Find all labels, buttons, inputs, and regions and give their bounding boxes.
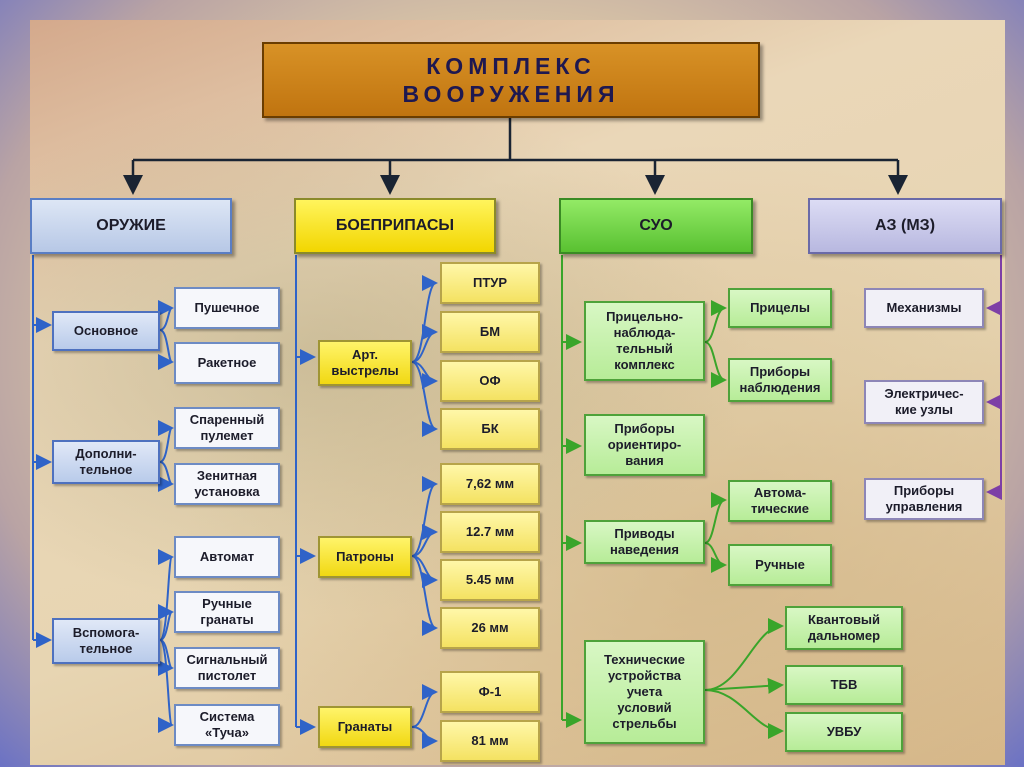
fcs-technical: Технические устройства учета условий стр…: [584, 640, 705, 744]
weapons-main: Основное: [52, 311, 160, 351]
fcs-technical-item: ТБВ: [785, 665, 903, 705]
ammo-cartridge-item: 26 мм: [440, 607, 540, 649]
fcs-sighting-item: Прицелы: [728, 288, 832, 328]
ammo-grenades: Гранаты: [318, 706, 412, 748]
ammo-grenade-item: 81 мм: [440, 720, 540, 762]
weapons-additional: Дополни- тельное: [52, 440, 160, 484]
weapons-additional-item: Спаренный пулемет: [174, 407, 280, 449]
fcs-technical-item: УВБУ: [785, 712, 903, 752]
weapons-auxiliary-item: Сигнальный пистолет: [174, 647, 280, 689]
fcs-drive-item: Автома- тические: [728, 480, 832, 522]
weapons-auxiliary-item: Автомат: [174, 536, 280, 578]
weapons-auxiliary-item: Система «Туча»: [174, 704, 280, 746]
title-line2: ВООРУЖЕНИЯ: [403, 80, 620, 108]
category-ammo: БОЕПРИПАСЫ: [294, 198, 496, 254]
title-box: КОМПЛЕКС ВООРУЖЕНИЯ: [262, 42, 760, 118]
fcs-drives: Приводы наведения: [584, 520, 705, 564]
weapons-main-item: Ракетное: [174, 342, 280, 384]
top-bracket: [133, 118, 898, 190]
az-item: Электричес- кие узлы: [864, 380, 984, 424]
fcs-technical-item: Квантовый дальномер: [785, 606, 903, 650]
ammo-art-item: ПТУР: [440, 262, 540, 304]
category-az: АЗ (МЗ): [808, 198, 1002, 254]
ammo-art: Арт. выстрелы: [318, 340, 412, 386]
ammo-cartridges: Патроны: [318, 536, 412, 578]
weapons-additional-item: Зенитная установка: [174, 463, 280, 505]
ammo-grenade-item: Ф-1: [440, 671, 540, 713]
ammo-cartridge-item: 12.7 мм: [440, 511, 540, 553]
category-fcs: СУО: [559, 198, 753, 254]
fcs-drive-item: Ручные: [728, 544, 832, 586]
fcs-orientation: Приборы ориентиро- вания: [584, 414, 705, 476]
az-item: Приборы управления: [864, 478, 984, 520]
az-item: Механизмы: [864, 288, 984, 328]
ammo-art-item: БК: [440, 408, 540, 450]
weapons-main-item: Пушечное: [174, 287, 280, 329]
fcs-sighting-item: Приборы наблюдения: [728, 358, 832, 402]
weapons-auxiliary-item: Ручные гранаты: [174, 591, 280, 633]
category-weapons: ОРУЖИЕ: [30, 198, 232, 254]
ammo-art-item: ОФ: [440, 360, 540, 402]
ammo-cartridge-item: 5.45 мм: [440, 559, 540, 601]
title-line1: КОМПЛЕКС: [426, 52, 595, 80]
ammo-art-item: БМ: [440, 311, 540, 353]
weapons-auxiliary: Вспомога- тельное: [52, 618, 160, 664]
fcs-sighting: Прицельно- наблюда- тельный комплекс: [584, 301, 705, 381]
ammo-cartridge-item: 7,62 мм: [440, 463, 540, 505]
